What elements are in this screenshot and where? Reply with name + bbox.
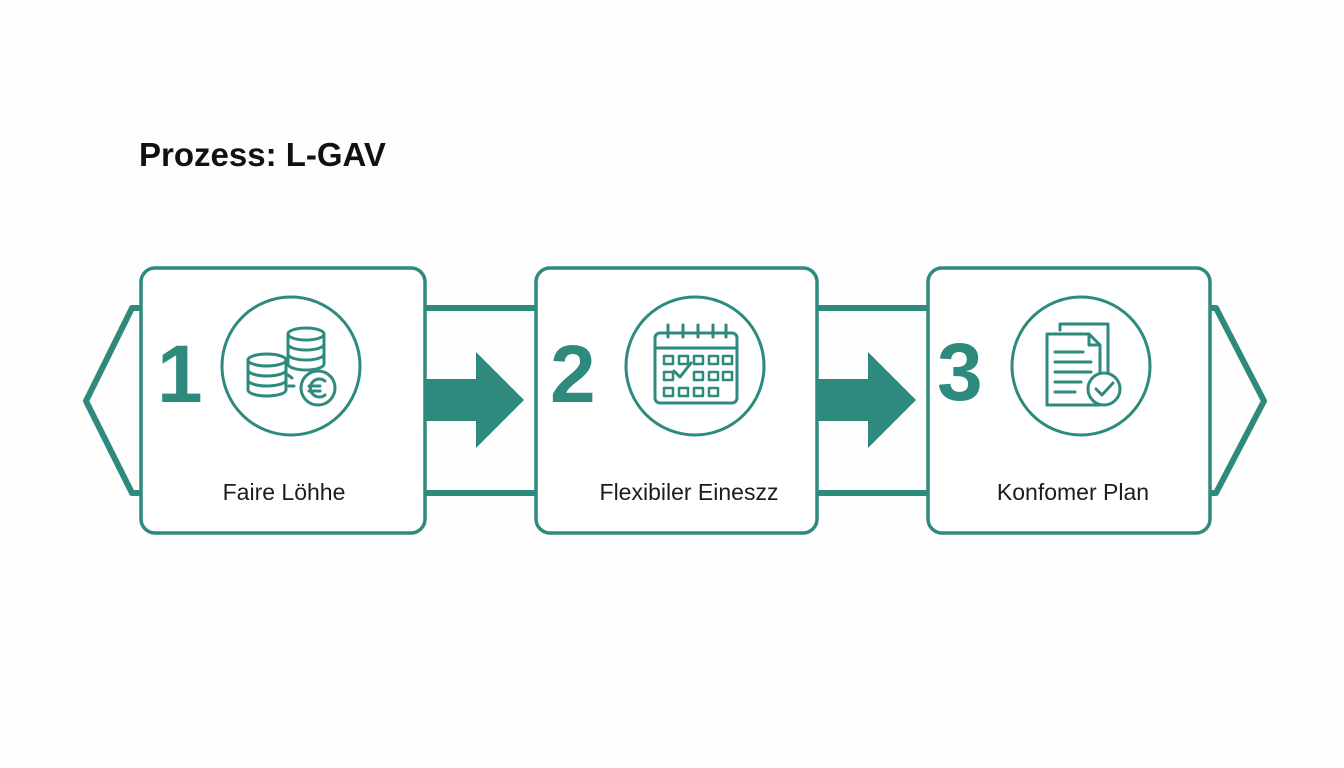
step-number: 1 <box>157 329 203 420</box>
step-label: Faire Löhhe <box>223 479 346 505</box>
step-card-2: 2 <box>534 266 819 535</box>
step-number: 2 <box>550 329 596 420</box>
step-label: Flexibiler Eineszz <box>600 479 779 505</box>
step-card-1: 1 Faire Löhhe <box>139 266 427 535</box>
diagram-title: Prozess: L-GAV <box>139 136 386 173</box>
left-chevron <box>83 305 144 496</box>
calendar-icon <box>624 295 766 437</box>
step-number: 3 <box>937 327 983 418</box>
document-check-icon <box>1010 295 1152 437</box>
step-label: Konfomer Plan <box>997 479 1149 505</box>
arrow-right-icon <box>425 352 524 448</box>
coins-euro-icon <box>220 295 362 437</box>
right-chevron <box>1207 305 1267 496</box>
arrow-right-icon <box>817 352 916 448</box>
step-card-3: 3 Konfomer Plan <box>926 266 1212 535</box>
